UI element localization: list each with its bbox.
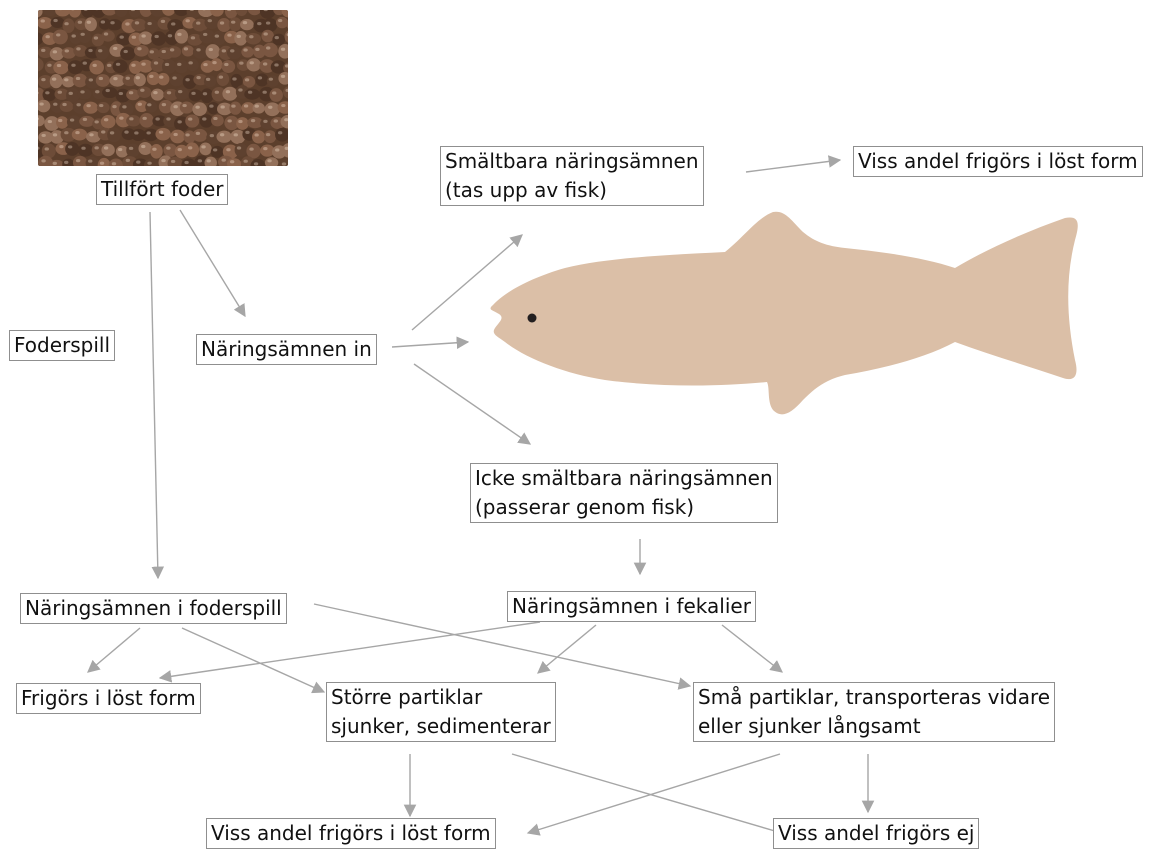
arrow-digestible-to-dissolved [746,160,840,172]
node-label: Foderspill [14,331,110,360]
node-naringsamnen-foderspill: Näringsämnen i foderspill [20,593,287,624]
arrow-in-to-digestible [412,235,522,330]
node-label-line-1: Smältbara näringsämnen [445,147,699,176]
node-viss-andel-top: Viss andel frigörs i löst form [853,146,1143,177]
node-label: Frigörs i löst form [21,684,196,713]
node-label-line-2: eller sjunker långsamt [698,712,1050,741]
node-sma-partiklar: Små partiklar, transporteras vidare elle… [693,682,1055,742]
arrow-large-to-not-released [512,754,792,836]
node-foderspill: Foderspill [9,330,115,361]
arrow-foderspill-to-released [88,628,140,672]
node-label-line-2: sjunker, sedimenterar [331,712,551,741]
node-label: Viss andel frigörs ej [778,819,974,848]
node-label: Tillfört foder [101,175,223,204]
arrow-in-to-fish [392,342,468,347]
node-label-line-1: Icke smältbara näringsämnen [475,464,773,493]
node-label: Näringsämnen i fekalier [512,592,751,621]
node-label-line-1: Små partiklar, transporteras vidare [698,683,1050,712]
node-smaltbara: Smältbara näringsämnen (tas upp av fisk) [440,146,704,206]
node-label: Näringsämnen i foderspill [25,594,282,623]
node-icke-smaltbara: Icke smältbara näringsämnen (passerar ge… [470,463,778,523]
node-label-line-1: Större partiklar [331,683,551,712]
node-storre-partiklar: Större partiklar sjunker, sedimenterar [326,682,556,742]
arrow-feces-to-small [722,625,782,672]
node-label: Viss andel frigörs i löst form [858,147,1138,176]
arrow-feces-to-large [538,625,596,673]
arrow-feed-to-foderspill-nutrients [150,212,158,578]
arrow-foderspill-to-large [182,628,324,692]
node-naringsamnen-fekalier: Näringsämnen i fekalier [507,591,756,622]
node-label: Viss andel frigörs i löst form [211,819,491,848]
arrow-feces-to-released [160,622,540,678]
arrow-in-to-indigestible [414,364,530,444]
node-viss-andel-ej: Viss andel frigörs ej [773,818,979,849]
node-label-line-2: (tas upp av fisk) [445,176,699,205]
node-viss-andel-lost: Viss andel frigörs i löst form [206,818,496,849]
node-frigors-lost: Frigörs i löst form [16,683,201,714]
node-tillfort-foder: Tillfört foder [96,174,228,205]
node-label-line-2: (passerar genom fisk) [475,493,773,522]
arrow-feed-to-nutrients-in [180,210,245,316]
node-label: Näringsämnen in [201,335,372,364]
node-naringsamnen-in: Näringsämnen in [196,334,377,365]
